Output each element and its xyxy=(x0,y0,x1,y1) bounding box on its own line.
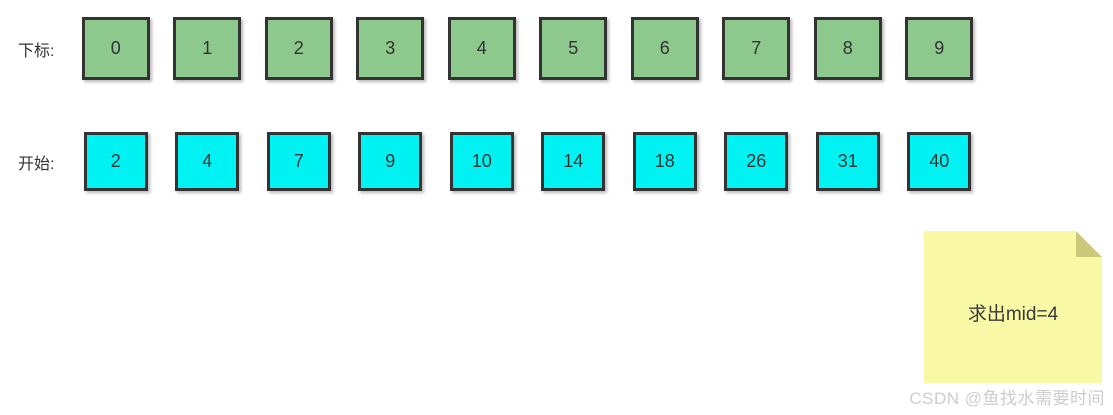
start-row: 开始: 2 4 7 9 10 14 18 26 31 40 xyxy=(18,132,985,191)
index-box: 3 xyxy=(356,17,425,80)
value-box: 7 xyxy=(266,132,331,191)
value-box: 31 xyxy=(815,132,880,191)
start-row-cells: 2 4 7 9 10 14 18 26 31 40 xyxy=(70,132,985,191)
value-box: 14 xyxy=(541,132,606,191)
sticky-note: 求出mid=4 xyxy=(924,231,1102,383)
start-row-label: 开始: xyxy=(18,155,55,173)
sticky-note-text: 求出mid=4 xyxy=(967,303,1059,325)
index-box: 4 xyxy=(447,17,516,80)
index-box: 8 xyxy=(813,17,882,80)
index-row: 下标: 0 1 2 3 4 5 6 7 8 9 xyxy=(18,17,985,80)
value-box: 40 xyxy=(907,132,972,191)
index-box: 6 xyxy=(630,17,699,80)
index-box: 2 xyxy=(264,17,333,80)
index-box: 7 xyxy=(722,17,791,80)
sticky-note-fold-corner xyxy=(1076,231,1102,257)
csdn-watermark: CSDN @鱼找水需要时间 xyxy=(909,389,1105,408)
index-box: 1 xyxy=(173,17,242,80)
index-row-label: 下标: xyxy=(18,42,55,60)
index-box: 5 xyxy=(539,17,608,80)
index-box: 0 xyxy=(81,17,150,80)
value-box: 2 xyxy=(83,132,148,191)
value-box: 9 xyxy=(358,132,423,191)
value-box: 4 xyxy=(175,132,240,191)
value-box: 10 xyxy=(449,132,514,191)
value-box: 18 xyxy=(632,132,697,191)
value-box: 26 xyxy=(724,132,789,191)
index-box: 9 xyxy=(905,17,974,80)
index-row-cells: 0 1 2 3 4 5 6 7 8 9 xyxy=(70,17,985,80)
